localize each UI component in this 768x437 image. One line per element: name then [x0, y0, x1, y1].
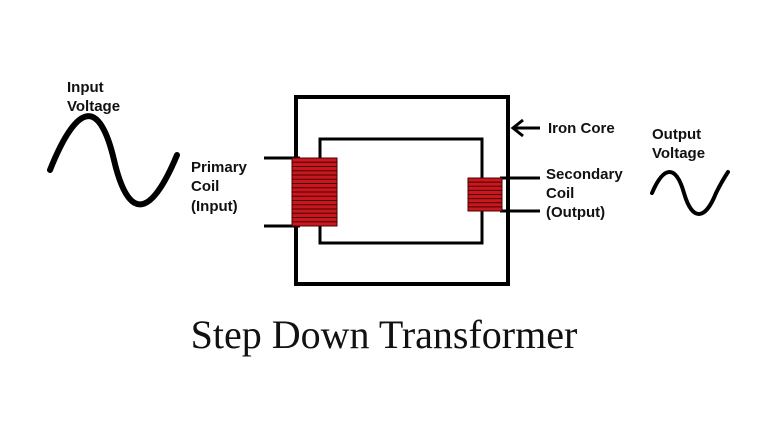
output-sine-wave: [650, 170, 730, 216]
output-voltage-label: Output Voltage: [652, 126, 705, 162]
input-voltage-label: Input Voltage: [67, 79, 120, 115]
input-sine-wave: [47, 113, 180, 208]
iron-core-inner: [318, 137, 484, 245]
diagram-title: Step Down Transformer: [191, 312, 578, 357]
secondary-coil-label: Secondary Coil (Output): [546, 166, 627, 221]
iron-core-label: Iron Core: [548, 120, 615, 137]
primary-coil-label: Primary Coil (Input): [191, 159, 251, 215]
primary-coil: [291, 157, 338, 227]
iron-core-arrow: [510, 118, 540, 138]
secondary-coil: [467, 177, 503, 212]
